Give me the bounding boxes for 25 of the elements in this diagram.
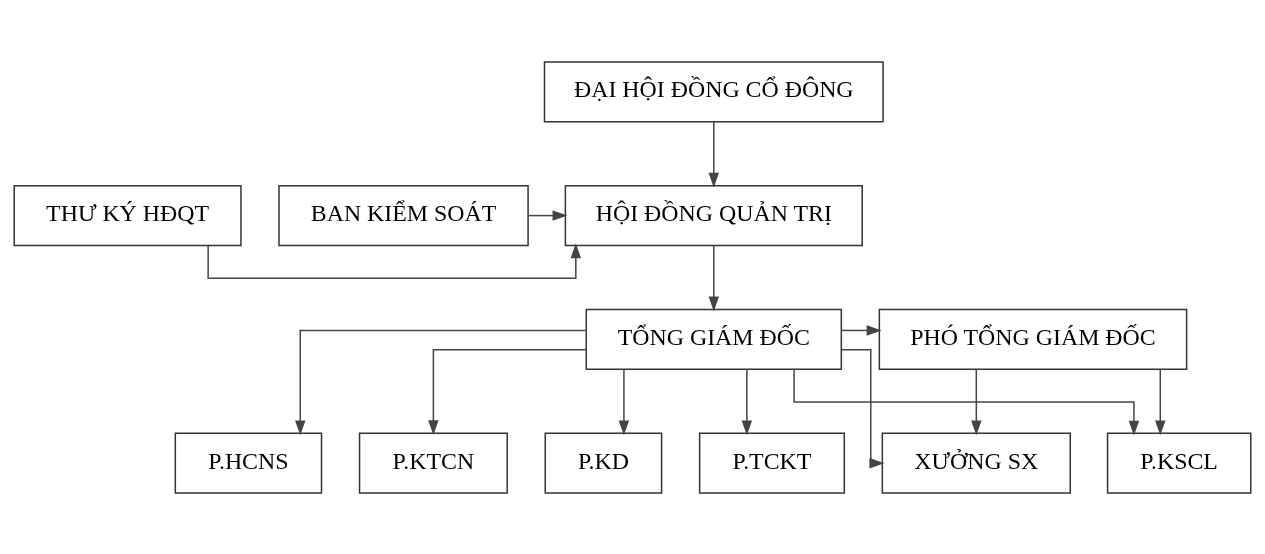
arrow [840, 324, 882, 336]
arrow [793, 368, 1140, 436]
node-box: ĐẠI HỘI ĐỒNG CỔ ĐÔNG [543, 60, 884, 122]
node-box: THƯ KÝ HĐQT [13, 184, 242, 246]
arrow [1155, 368, 1166, 435]
node-box: HỘI ĐỒNG QUẢN TRỊ [564, 184, 863, 246]
arrow [708, 120, 720, 188]
arrow [295, 329, 587, 435]
arrow [971, 368, 982, 435]
node-box: P.KSCL [1106, 432, 1252, 494]
arrow [207, 242, 582, 279]
node-box: P.KD [544, 432, 663, 494]
arrow [428, 348, 587, 435]
arrow [741, 368, 753, 435]
arrow [618, 368, 630, 435]
arrow [527, 209, 568, 221]
node-box: BAN KIỂM SOÁT [278, 184, 529, 246]
node-box: TỔNG GIÁM ĐỐC [585, 308, 843, 370]
node-box: P.HCNS [174, 432, 323, 494]
node-box: XƯỞNG SX [881, 432, 1072, 494]
node-box: P.TCKT [698, 432, 846, 494]
node-box: P.KTCN [358, 432, 508, 494]
arrow [841, 348, 885, 468]
node-box: PHÓ TỔNG GIÁM ĐỐC [878, 308, 1188, 370]
arrow [708, 244, 720, 312]
